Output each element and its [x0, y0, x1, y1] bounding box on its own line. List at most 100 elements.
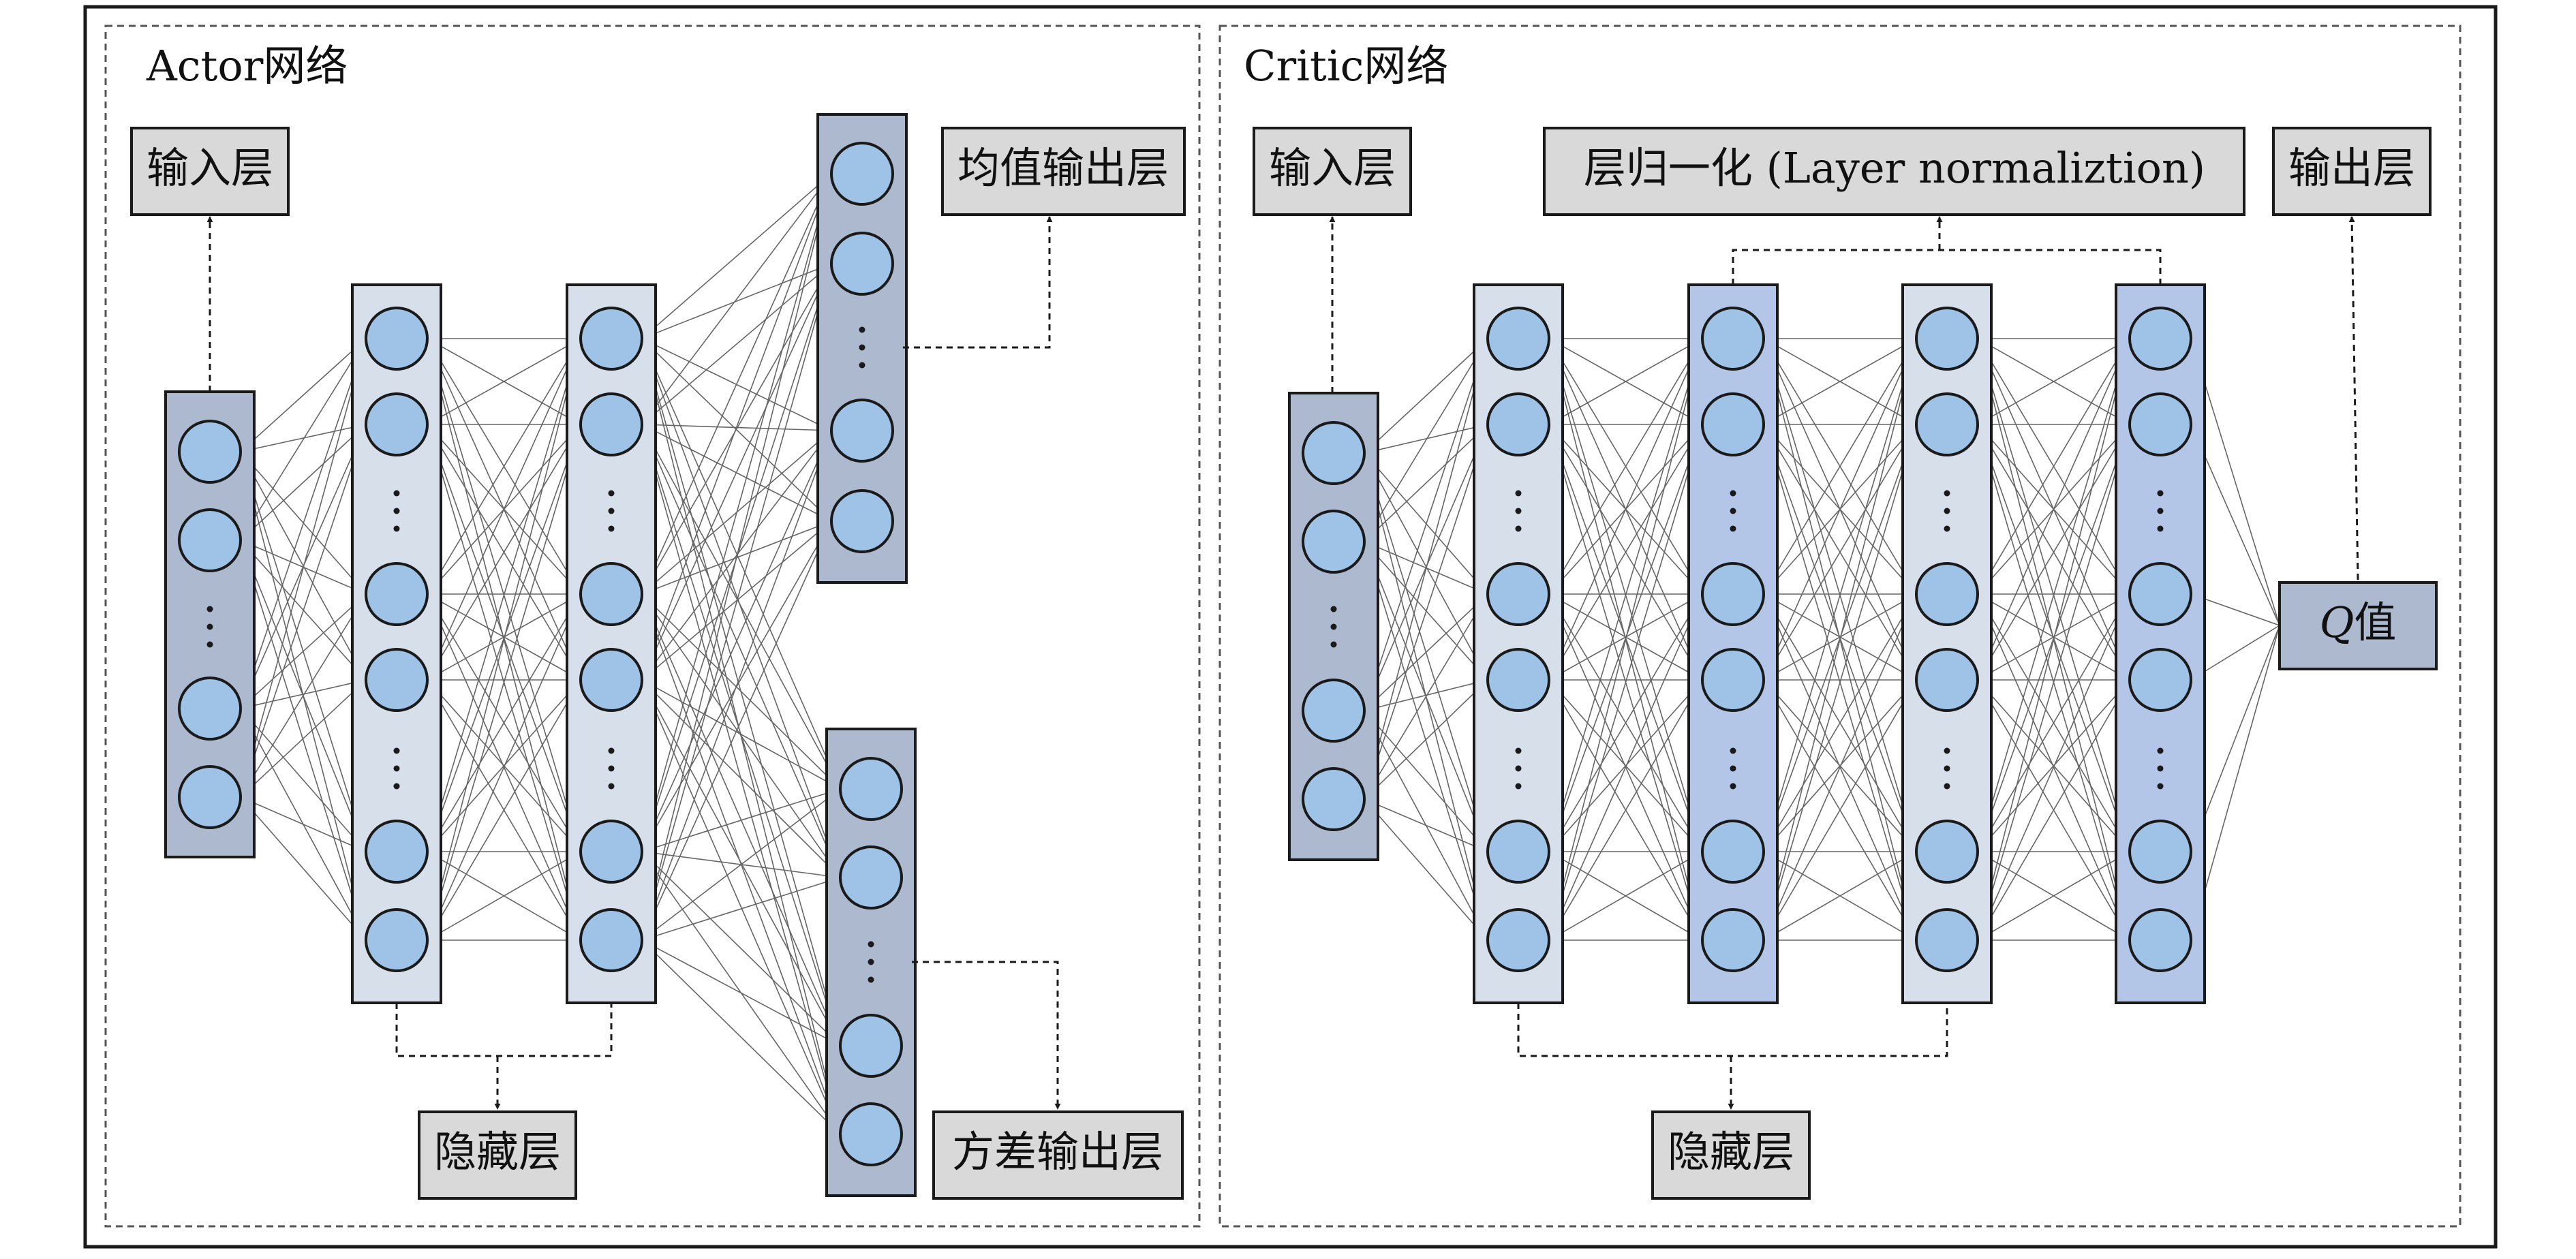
- edge-actor-hidden-2-to-actor-mean: [641, 173, 832, 595]
- critic-norm-1-layer: [1687, 283, 1779, 1004]
- actor-mean-arrow: [903, 216, 1053, 349]
- neuron-node: [1486, 392, 1550, 456]
- neuron-node: [2128, 908, 2192, 972]
- critic-output-label: 输出层: [2288, 143, 2415, 193]
- neuron-node: [579, 908, 643, 972]
- edge-actor-input-to-actor-hidden-1: [240, 679, 367, 798]
- ellipsis-dot: [1515, 783, 1522, 790]
- edge-critic-hidden-2-to-critic-norm-2: [1977, 338, 2130, 941]
- neuron-node: [1302, 679, 1366, 743]
- edge-actor-input-to-actor-hidden-1: [240, 424, 367, 541]
- edge-actor-hidden-2-to-actor-var: [641, 679, 841, 878]
- neuron-node: [2128, 307, 2192, 371]
- ellipsis-dot: [868, 976, 874, 983]
- neuron-node: [1701, 908, 1765, 972]
- critic-hidden-2-layer: [1901, 283, 1993, 1004]
- neuron-node: [830, 232, 894, 296]
- critic-q-value-label: Q值: [2320, 597, 2397, 647]
- edge-critic-norm-1-to-critic-hidden-2: [1763, 679, 1917, 941]
- edge-critic-input-to-critic-hidden-1: [1364, 541, 1488, 941]
- edge-critic-norm-1-to-critic-hidden-2: [1763, 338, 1917, 681]
- edge-critic-input-to-critic-hidden-1: [1364, 424, 1488, 454]
- ellipsis-dot: [2157, 490, 2164, 497]
- edge-critic-hidden-2-to-critic-norm-2: [1977, 424, 2130, 941]
- edge-actor-hidden-1-to-actor-hidden-2: [427, 338, 581, 681]
- ellipsis-dot: [206, 606, 213, 612]
- critic-q-value-box: Q值: [2278, 581, 2438, 670]
- edge-critic-hidden-1-to-critic-norm-1: [1548, 424, 1703, 681]
- actor-input-label: 输入层: [147, 143, 273, 193]
- ellipsis-dot: [859, 326, 865, 333]
- neuron-node: [2128, 562, 2192, 626]
- ellipsis-dot: [2157, 525, 2164, 532]
- neuron-node: [1701, 307, 1765, 371]
- ellipsis-dot: [1330, 641, 1337, 648]
- edge-critic-hidden-1-to-critic-norm-1: [1548, 338, 1703, 425]
- edge-actor-hidden-2-to-actor-mean: [641, 173, 832, 425]
- neuron-node: [1915, 908, 1979, 972]
- ellipsis-dot: [608, 747, 615, 754]
- critic-output-label-box: 输出层: [2272, 127, 2432, 216]
- edge-actor-input-to-actor-hidden-1: [240, 593, 367, 709]
- edge-critic-input-to-critic-hidden-1: [1364, 798, 1488, 941]
- edge-actor-hidden-1-to-actor-hidden-2: [427, 424, 581, 681]
- edge-actor-hidden-1-to-actor-hidden-2: [427, 338, 581, 941]
- neuron-node: [1302, 421, 1366, 485]
- ellipsis-dot: [1515, 525, 1522, 532]
- edge-critic-hidden-1-to-critic-norm-1: [1548, 338, 1703, 595]
- edge-critic-hidden-1-to-critic-norm-1: [1548, 338, 1703, 681]
- neuron-node: [178, 765, 242, 829]
- neuron-node: [579, 307, 643, 371]
- edge-actor-hidden-2-to-actor-var: [641, 788, 841, 852]
- edge-critic-norm-1-to-critic-hidden-2: [1763, 679, 1917, 852]
- edge-critic-hidden-2-to-critic-norm-2: [1977, 338, 2130, 681]
- ellipsis-dot: [2157, 747, 2164, 754]
- critic-hidden-label: 隐藏层: [1668, 1127, 1794, 1177]
- neuron-node: [365, 648, 429, 712]
- critic-layernorm-label: 层归一化 (Layer normaliztion): [1584, 143, 2205, 193]
- neuron-node: [579, 648, 643, 712]
- edge-critic-hidden-1-to-critic-norm-1: [1548, 593, 1703, 941]
- actor-panel: [104, 25, 1201, 1228]
- actor-hidden-2-layer: [566, 283, 657, 1004]
- edge-critic-hidden-2-to-critic-norm-2: [1977, 679, 2130, 852]
- neuron-node: [1486, 307, 1550, 371]
- neuron-node: [1302, 767, 1366, 831]
- neuron-node: [178, 677, 242, 741]
- neuron-node: [2128, 392, 2192, 456]
- neuron-node: [365, 307, 429, 371]
- edge-actor-hidden-1-to-actor-hidden-2: [427, 338, 581, 595]
- ellipsis-dot: [1330, 606, 1337, 612]
- ellipsis-dot: [1944, 747, 1950, 754]
- ellipsis-dot: [1330, 623, 1337, 630]
- neuron-node: [839, 757, 903, 821]
- edge-critic-norm-1-to-critic-hidden-2: [1763, 424, 1917, 941]
- edge-critic-norm-1-to-critic-hidden-2: [1763, 593, 1917, 852]
- edge-actor-hidden-1-to-actor-hidden-2: [427, 338, 581, 425]
- actor-hidden-label: 隐藏层: [434, 1127, 561, 1177]
- edge-actor-hidden-2-to-actor-var: [641, 877, 841, 941]
- actor-var-layer: [825, 728, 917, 1197]
- edge-actor-hidden-2-to-actor-mean: [641, 520, 832, 941]
- ellipsis-dot: [2157, 508, 2164, 514]
- ellipsis-dot: [608, 490, 615, 497]
- edge-critic-hidden-2-to-critic-norm-2: [1977, 338, 2130, 425]
- edge-actor-hidden-2-to-actor-var: [641, 424, 841, 790]
- neuron-node: [365, 392, 429, 456]
- ellipsis-dot: [868, 959, 874, 965]
- actor-var-label: 方差输出层: [952, 1127, 1163, 1177]
- neuron-node: [1915, 820, 1979, 884]
- neuron-node: [1701, 820, 1765, 884]
- edge-critic-input-to-critic-hidden-1: [1364, 338, 1488, 542]
- edge-actor-hidden-2-to-actor-var: [641, 338, 841, 790]
- ellipsis-dot: [1730, 490, 1736, 497]
- edge-actor-input-to-actor-hidden-1: [240, 679, 367, 709]
- edge-actor-hidden-2-to-actor-var: [641, 788, 841, 941]
- edge-actor-input-to-actor-hidden-1: [240, 338, 367, 709]
- neuron-node: [178, 420, 242, 484]
- edge-actor-hidden-2-to-actor-var: [641, 593, 841, 790]
- edge-actor-hidden-2-to-actor-var: [641, 939, 841, 1046]
- ellipsis-dot: [1944, 490, 1950, 497]
- edge-actor-input-to-actor-hidden-1: [240, 593, 367, 798]
